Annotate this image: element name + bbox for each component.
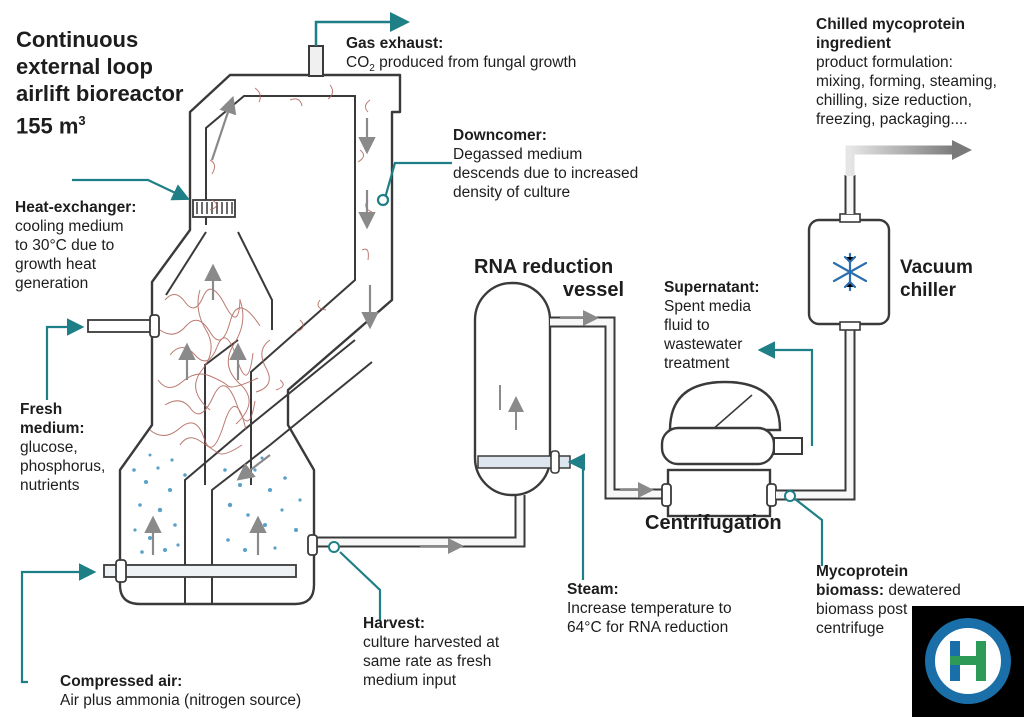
compressed-air-heading: Compressed air: [60, 673, 183, 690]
heat-exchanger-line-2: to 30°C due to [15, 237, 115, 254]
chilled-mycoprotein-label: Chilled mycoprotein ingredient product f… [816, 15, 997, 129]
mycoprotein-heading-2: biomass: [816, 582, 885, 599]
supernatant-heading: Supernatant: [664, 279, 760, 296]
compressed-air-label: Compressed air: Air plus ammonia (nitrog… [60, 672, 301, 710]
chilled-line-2: mixing, forming, steaming, [816, 73, 997, 90]
title-volume: 155 m [16, 113, 79, 139]
heat-exchanger-line-4: generation [15, 275, 89, 292]
supernatant-line-4: treatment [664, 355, 730, 372]
logo-icon [912, 606, 1024, 717]
title-line-4: 155 m3 [16, 107, 183, 139]
steam-heading: Steam: [567, 581, 619, 598]
heat-exchanger-label: Heat-exchanger: cooling medium to 30°C d… [15, 198, 136, 293]
rna-to-centrifuge-pipe [550, 310, 665, 500]
chilled-line-1: product formulation: [816, 54, 953, 71]
harvest-heading: Harvest: [363, 615, 426, 632]
supernatant-line-1: Spent media [664, 298, 752, 315]
gas-exhaust-heading: Gas exhaust: [346, 35, 444, 52]
harvest-line-1: culture harvested at [363, 634, 500, 651]
mycoprotein-heading-line: biomass: dewatered [816, 581, 961, 600]
title-line-1: Continuous [16, 27, 139, 52]
gas-exhaust-rest: produced from fungal growth [374, 54, 577, 71]
centrifuge [660, 380, 803, 518]
logo-graphic [925, 618, 1011, 704]
rna-vessel-label: RNA reduction vessel [474, 256, 624, 302]
harvest-pipe [307, 495, 526, 556]
chilled-heading-2: ingredient [816, 35, 891, 52]
downcomer-heading: Downcomer: [453, 127, 547, 144]
rna-vessel-line-2: vessel [562, 279, 624, 301]
fresh-medium-inlet [87, 314, 160, 338]
output-arrow [845, 145, 955, 176]
downcomer-line-2: descends due to increased [453, 165, 639, 182]
heat-exchanger-line-3: growth heat [15, 256, 96, 273]
callout-lines [20, 161, 824, 684]
fresh-medium-line-1: glucose, [20, 439, 78, 456]
mycoprotein-biomass-label: Mycoprotein biomass: dewatered biomass p… [816, 562, 961, 638]
vacuum-chiller-line-1: Vacuum [900, 257, 973, 278]
flow-arrows [144, 95, 379, 555]
harvest-label: Harvest: culture harvested at same rate … [363, 614, 499, 690]
fresh-medium-line-2: phosphorus, [20, 458, 106, 475]
supernatant-label: Supernatant: Spent media fluid to wastew… [664, 278, 760, 373]
mycoprotein-line-2: centrifuge [816, 620, 885, 637]
rna-reduction-vessel [473, 281, 571, 497]
fresh-medium-heading-1: Fresh [20, 401, 63, 418]
bioreactor-vessel [118, 73, 402, 606]
co2-subscript: 2 [369, 63, 375, 75]
air-sparger [103, 559, 297, 583]
harvest-line-2: same rate as fresh [363, 653, 492, 670]
vacuum-chiller [807, 175, 891, 331]
air-bubbles[interactable] [132, 453, 302, 554]
chilled-line-4: freezing, packaging.... [816, 111, 968, 128]
steam-line-2: 64°C for RNA reduction [567, 619, 729, 636]
supernatant-line-3: wastewater [664, 336, 743, 353]
gas-exhaust-label: Gas exhaust: CO2 produced from fungal gr… [346, 34, 576, 78]
title-line-2: external loop [16, 54, 153, 79]
snowflake-icon [832, 252, 868, 292]
rna-vessel-line-1: RNA reduction [474, 256, 614, 278]
supernatant-line-2: fluid to [664, 317, 710, 334]
steam-label: Steam: Increase temperature to 64°C for … [567, 580, 732, 637]
output-arrowhead [952, 140, 972, 160]
downcomer-line-1: Degassed medium [453, 146, 583, 163]
title-superscript: 3 [78, 113, 86, 128]
compressed-air-text: Air plus ammonia (nitrogen source) [60, 692, 302, 709]
fresh-medium-line-3: nutrients [20, 477, 80, 494]
downcomer-line-3: density of culture [453, 184, 571, 201]
fresh-medium-label: Fresh medium: glucose, phosphorus, nutri… [20, 400, 105, 495]
downcomer-label: Downcomer: Degassed medium descends due … [453, 126, 638, 202]
diagram-title: Continuous external loop airlift bioreac… [16, 26, 183, 139]
gas-exhaust-text: CO2 produced from fungal growth [346, 53, 576, 78]
heat-exchanger-line-1: cooling medium [15, 218, 124, 235]
heat-exchanger-heading: Heat-exchanger: [15, 199, 137, 216]
harvest-line-3: medium input [363, 672, 457, 689]
centrifuge-to-chiller-pipe [776, 325, 856, 502]
chilled-line-3: chilling, size reduction, [816, 92, 972, 109]
mycoprotein-line-1: biomass post [816, 601, 908, 618]
co-text: CO [346, 54, 370, 71]
mycoprotein-inline: dewatered [884, 582, 961, 599]
steam-line-1: Increase temperature to [567, 600, 732, 617]
chilled-heading-1: Chilled mycoprotein [816, 16, 965, 33]
mycoprotein-heading-1: Mycoprotein [816, 563, 909, 580]
title-line-3: airlift bioreactor [16, 81, 184, 106]
vacuum-chiller-line-2: chiller [900, 280, 956, 301]
gas-exhaust-port [308, 12, 410, 77]
vacuum-chiller-label: Vacuum chiller [900, 256, 973, 302]
fresh-medium-heading-2: medium: [20, 420, 85, 437]
centrifugation-label: Centrifugation [645, 512, 782, 534]
